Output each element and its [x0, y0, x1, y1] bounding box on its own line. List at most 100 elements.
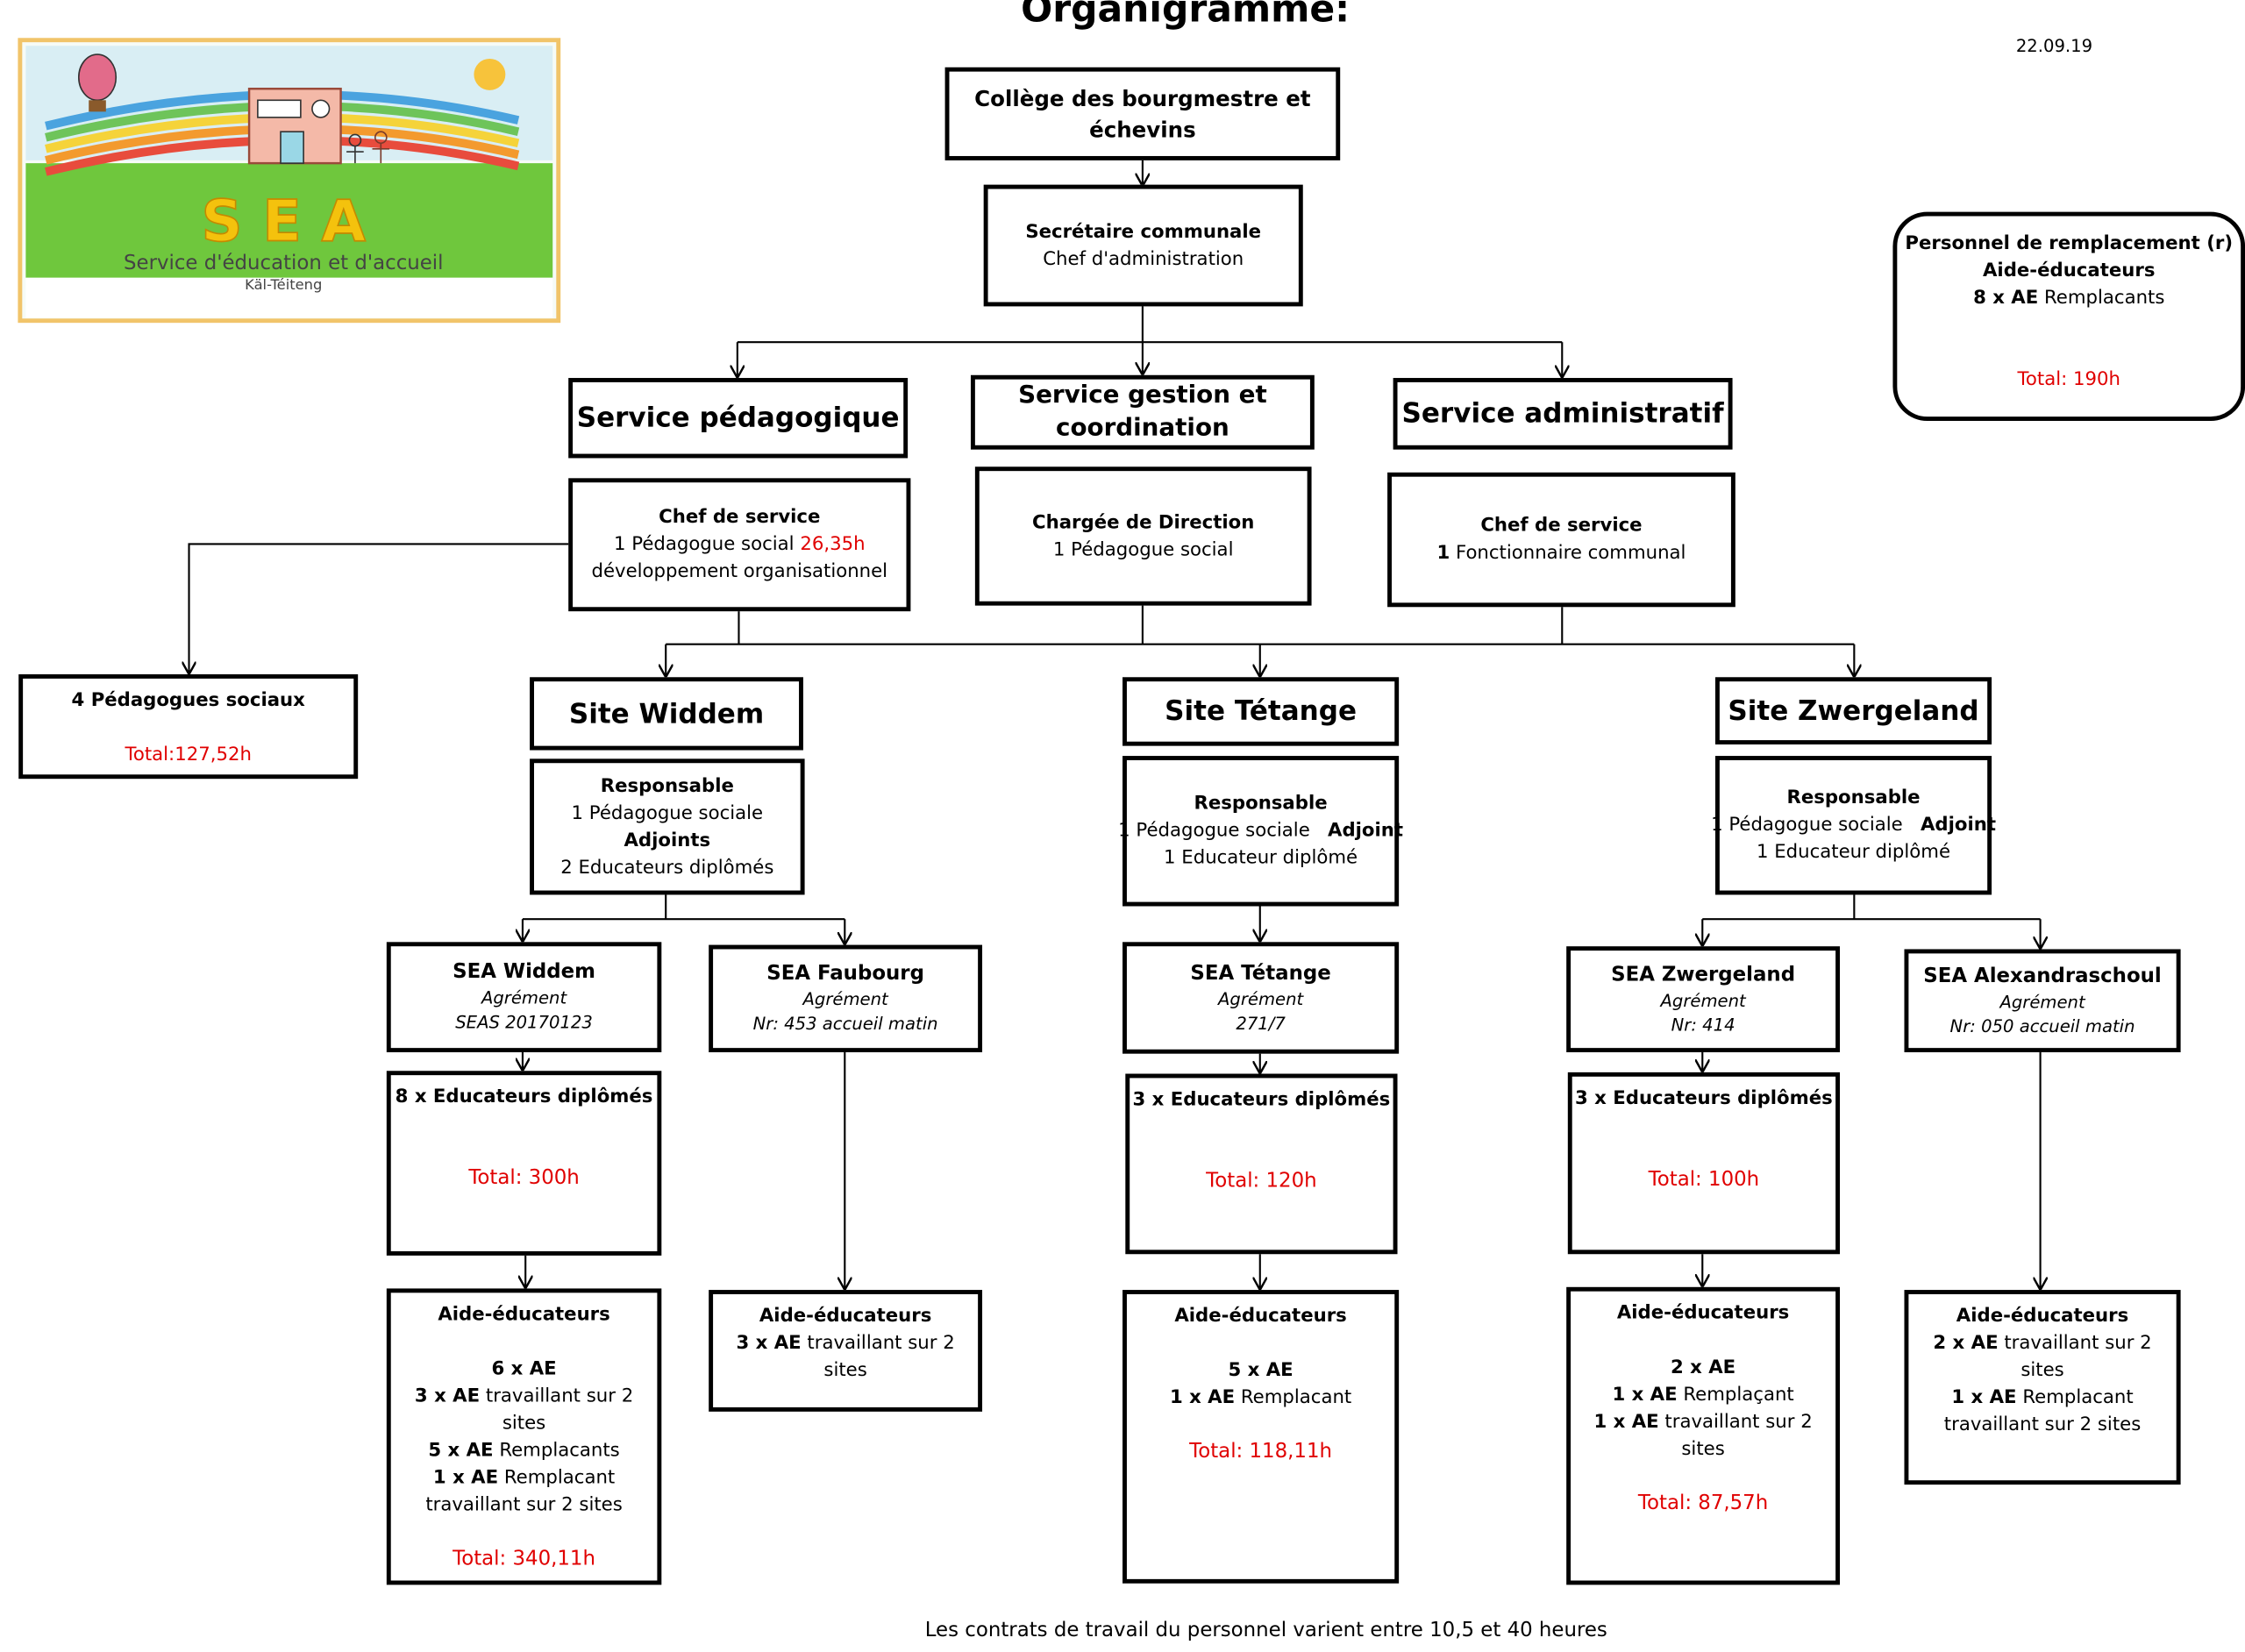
box-educateurs-tetange: 3 x Educateurs diplômés Total: 120h: [1125, 1073, 1398, 1255]
box-personnel-remplacement: Personnel de remplacement (r) Aide-éduca…: [1892, 211, 2245, 422]
edu-zwergeland-total: Total: 100h: [1648, 1168, 1760, 1192]
edu-widdem-title: 8 x Educateurs diplômés: [395, 1086, 653, 1108]
remplacement-count: 8 x AE: [1973, 288, 2039, 310]
box-pedagogues-sociaux: 4 Pédagogues sociaux Total:127,52h: [18, 674, 359, 780]
ae-zwergeland-l3-bold: 1 x AE: [1593, 1411, 1659, 1434]
edu-tetange-total: Total: 120h: [1206, 1169, 1317, 1193]
ae-widdem-l4: Remplacant: [503, 1467, 616, 1490]
chargee-title: Chargée de Direction: [1032, 511, 1255, 534]
ae-alex-l2: Remplacant: [2022, 1387, 2134, 1409]
box-site-widdem: Site Widdem: [530, 677, 803, 751]
sea-tetange-agrement: Agrément: [1217, 988, 1304, 1009]
secretaire-sub: Chef d'administration: [1043, 248, 1244, 270]
ae-zwergeland-l2: Remplaçant: [1683, 1384, 1794, 1406]
logo-place: Käl-Téiteng: [245, 276, 322, 293]
resp-zwergeland-line-1: 1 Pédagogue sociale: [1711, 815, 1903, 837]
box-sea-zwergeland: SEA Zwergeland Agrément Nr: 414: [1566, 946, 1841, 1053]
box-educateurs-zwergeland: 3 x Educateurs diplômés Total: 100h: [1567, 1072, 1841, 1255]
site-widdem-label: Site Widdem: [568, 697, 765, 730]
resp-tetange-title: Responsable: [1194, 793, 1328, 815]
resp-widdem-line-1: 1 Pédagogue sociale: [571, 802, 764, 824]
edu-widdem-total: Total: 300h: [468, 1166, 580, 1190]
sea-widdem-title: SEA Widdem: [453, 960, 595, 984]
ae-faubourg-l1: travaillant sur 2: [807, 1333, 955, 1355]
college-line-1: Collège des bourgmestre et: [974, 85, 1311, 111]
sea-alex-nr: Nr: 050 accueil matin: [1949, 1015, 2135, 1036]
remplacement-sub: Aide-éducateurs: [1983, 260, 2156, 282]
ae-tetange-l2-bold: 1 x AE: [1169, 1387, 1236, 1409]
ae-faubourg-title: Aide-éducateurs: [759, 1306, 932, 1328]
ae-alex-title: Aide-éducateurs: [1956, 1306, 2129, 1328]
box-sea-tetange: SEA Tétange Agrément 271/7: [1122, 942, 1400, 1054]
ae-tetange-total: Total: 118,11h: [1189, 1440, 1332, 1463]
ae-tetange-title: Aide-éducateurs: [1174, 1306, 1347, 1328]
ae-widdem-l1: 6 x AE: [491, 1358, 557, 1380]
ae-zwergeland-l2-bold: 1 x AE: [1612, 1384, 1678, 1406]
sea-faubourg-nr: Nr: 453 accueil matin: [752, 1013, 938, 1034]
sea-widdem-nr: SEAS 20170123: [455, 1012, 593, 1033]
box-ae-zwergeland: Aide-éducateurs 2 x AE 1 x AE Remplaçant…: [1566, 1286, 1841, 1585]
remplacement-count-text: Remplacants: [2044, 288, 2165, 310]
box-college: Collège des bourgmestre et échevins: [944, 67, 1341, 160]
sea-faubourg-title: SEA Faubourg: [766, 962, 924, 986]
box-service-administratif: Service administratif: [1393, 378, 1733, 450]
resp-tetange-line-2: 1 Educateur diplômé: [1164, 847, 1358, 870]
resp-tetange-adjoint: Adjoint: [1328, 820, 1404, 843]
pedagogues-total: Total:127,52h: [125, 744, 252, 766]
ae-widdem-l3: Remplacants: [499, 1440, 620, 1462]
ae-widdem-total: Total: 340,11h: [453, 1547, 595, 1571]
logo-subtitle: Service d'éducation et d'accueil: [124, 252, 443, 274]
page-title: Organigramme:: [1021, 0, 1351, 32]
remplacement-total: Total: 190h: [2017, 369, 2120, 391]
sea-zwergeland-agrement: Agrément: [1660, 990, 1746, 1010]
ae-alex-l2-bold: 1 x AE: [1951, 1387, 2017, 1409]
box-ae-widdem: Aide-éducateurs 6 x AE 3 x AE travaillan…: [386, 1288, 662, 1585]
ae-widdem-l3-bold: 5 x AE: [428, 1440, 494, 1462]
ae-zwergeland-title: Aide-éducateurs: [1616, 1302, 1790, 1325]
ae-alex-l2-cont: travaillant sur 2 sites: [1943, 1414, 2142, 1436]
date-label: 22.09.19: [2015, 35, 2093, 56]
box-secretaire: Secrétaire communale Chef d'administrati…: [983, 184, 1303, 307]
ae-widdem-l4-bold: 1 x AE: [432, 1467, 499, 1490]
resp-widdem-adjoints: Adjoints: [624, 830, 711, 851]
resp-zwergeland-title: Responsable: [1786, 787, 1921, 809]
resp-zwergeland-adjoint: Adjoint: [1920, 815, 1996, 837]
sea-alex-title: SEA Alexandraschoul: [1923, 964, 2162, 987]
box-chargee-direction: Chargée de Direction 1 Pédagogue social: [974, 466, 1312, 606]
service-ped-label: Service pédagogique: [576, 402, 900, 434]
box-educateurs-widdem: 8 x Educateurs diplômés Total: 300h: [386, 1071, 662, 1256]
chef-admin-line-1: Fonctionnaire communal: [1455, 542, 1686, 565]
box-responsable-tetange: Responsable 1 Pédagogue sociale Adjoint …: [1118, 756, 1403, 907]
service-admin-label: Service administratif: [1401, 397, 1724, 430]
chargee-line-1: 1 Pédagogue social: [1052, 538, 1234, 561]
resp-zwergeland-line-2: 1 Educateur diplômé: [1756, 842, 1951, 864]
box-service-pedagogique: Service pédagogique: [568, 378, 909, 459]
ae-widdem-title: Aide-éducateurs: [438, 1304, 610, 1326]
box-sea-alexandraschoul: SEA Alexandraschoul Agrément Nr: 050 acc…: [1904, 949, 2181, 1053]
resp-tetange-line-1: 1 Pédagogue sociale: [1118, 820, 1310, 843]
ae-zwergeland-l3: travaillant sur 2: [1664, 1411, 1813, 1434]
chef-ped-hours: 26,35h: [800, 533, 866, 556]
box-ae-alexandraschoul: Aide-éducateurs 2 x AE travaillant sur 2…: [1904, 1290, 2181, 1485]
secretaire-title: Secrétaire communale: [1025, 221, 1262, 243]
college-line-2: échevins: [1089, 117, 1196, 143]
chef-admin-title: Chef de service: [1480, 515, 1643, 538]
box-sea-widdem: SEA Widdem Agrément SEAS 20170123: [386, 942, 662, 1053]
ae-faubourg-l1-bold: 3 x AE: [736, 1333, 802, 1355]
sea-tetange-title: SEA Tétange: [1190, 961, 1331, 985]
resp-widdem-line-2: 2 Educateurs diplômés: [560, 857, 774, 879]
box-site-tetange: Site Tétange: [1122, 677, 1400, 746]
ae-alex-l1-cont: sites: [2020, 1360, 2064, 1382]
chef-ped-title: Chef de service: [659, 506, 821, 529]
box-service-gestion: Service gestion et coordination: [970, 374, 1315, 450]
service-gestion-line-1: Service gestion et: [1018, 381, 1267, 409]
site-tetange-label: Site Tétange: [1165, 695, 1358, 728]
box-ae-faubourg: Aide-éducateurs 3 x AE travaillant sur 2…: [709, 1290, 983, 1412]
footer-note: Les contrats de travail du personnel var…: [924, 1619, 1607, 1642]
ae-widdem-l4-cont: travaillant sur 2 sites: [425, 1494, 623, 1517]
ae-zwergeland-total: Total: 87,57h: [1637, 1492, 1769, 1515]
sea-zwergeland-nr: Nr: 414: [1671, 1014, 1735, 1035]
box-chef-pedagogique: Chef de service 1 Pédagogue social 26,35…: [568, 478, 911, 612]
